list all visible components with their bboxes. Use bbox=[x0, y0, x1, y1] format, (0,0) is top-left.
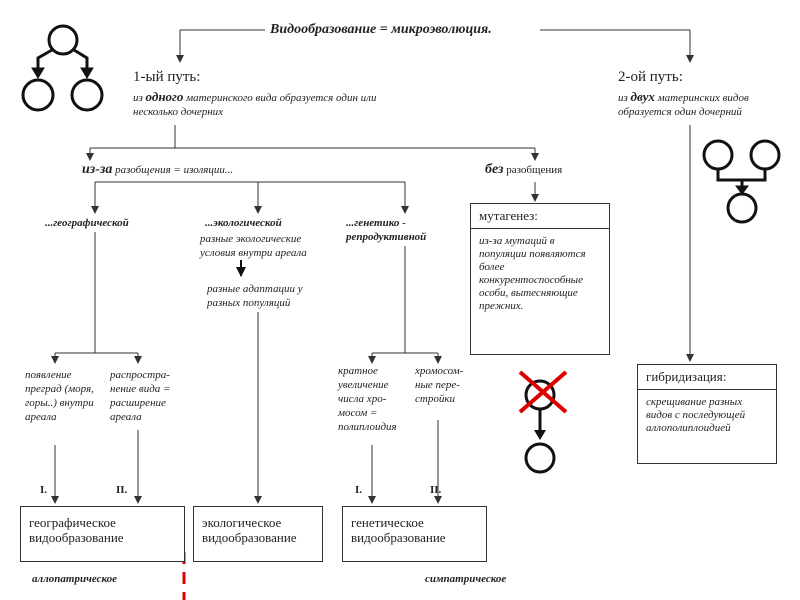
separation-connectors bbox=[91, 181, 539, 214]
genetic-isolation-label: ...генетико - репродуктивной bbox=[346, 217, 427, 243]
top-connectors bbox=[176, 29, 694, 63]
genetic-connectors bbox=[368, 246, 442, 504]
hybridization-title: гибридизация: bbox=[638, 365, 776, 390]
path2-label: 2-ой путь: bbox=[618, 69, 683, 85]
geo-branch-num-1: I. bbox=[40, 484, 48, 496]
with-separation-label: из-за разобщения = изоляции... bbox=[82, 162, 234, 177]
path2-description: из двух материнских видов образуется оди… bbox=[618, 89, 749, 119]
sympatric-label: симпатрическое bbox=[425, 573, 507, 585]
hybridization-description: скрещивание разных видов с последующей а… bbox=[646, 396, 746, 434]
ecological-isolation-label: ...экологической bbox=[205, 217, 282, 229]
mutagenesis-title: мутагенез: bbox=[471, 204, 609, 229]
mutagenesis-icon bbox=[518, 370, 568, 474]
path1-connectors bbox=[86, 125, 539, 161]
geographic-isolation-label: ...географической bbox=[45, 217, 129, 229]
gen-right-branch-text: хромосом-ные пере-стройки bbox=[415, 365, 464, 405]
geo-branch-num-2: II. bbox=[116, 484, 128, 496]
ecological-connectors bbox=[236, 260, 262, 504]
mutagenesis-box: мутагенез: из-за мутаций в популяции поя… bbox=[470, 203, 610, 355]
hybridization-box: гибридизация: скрещивание разных видов с… bbox=[637, 364, 777, 464]
ecological-speciation-box: экологическое видообразование bbox=[193, 506, 323, 562]
geographic-connectors bbox=[51, 232, 142, 504]
geographic-speciation-box: географическое видообразование bbox=[20, 506, 185, 562]
geo-right-branch-text: распростра-нение вида = расширение ареал… bbox=[110, 369, 171, 423]
allopatric-label: аллопатрическое bbox=[32, 573, 118, 585]
path1-description: из одного материнского вида образуется о… bbox=[133, 89, 377, 119]
without-separation-label: без разобщения bbox=[485, 162, 563, 177]
gen-branch-num-1: I. bbox=[355, 484, 363, 496]
gen-left-branch-text: кратное увеличение числа хро-мосом = пол… bbox=[338, 365, 397, 433]
diagram-title: Видообразование = микроэволюция. bbox=[270, 22, 492, 37]
ecological-conditions-text: разные экологические условия внутри ареа… bbox=[200, 233, 307, 259]
genetic-speciation-box: генетическое видообразование bbox=[342, 506, 487, 562]
two-to-one-icon bbox=[702, 139, 781, 224]
geo-left-branch-text: появление преград (моря, горы..) внутри … bbox=[25, 369, 94, 423]
ecological-adaptations-text: разные адаптации у разных популяций bbox=[207, 283, 303, 309]
mutagenesis-description: из-за мутаций в популяции появляются бол… bbox=[479, 235, 586, 312]
gen-branch-num-2: II. bbox=[430, 484, 442, 496]
path1-label: 1-ый путь: bbox=[133, 69, 201, 85]
one-to-two-icon bbox=[21, 24, 104, 112]
